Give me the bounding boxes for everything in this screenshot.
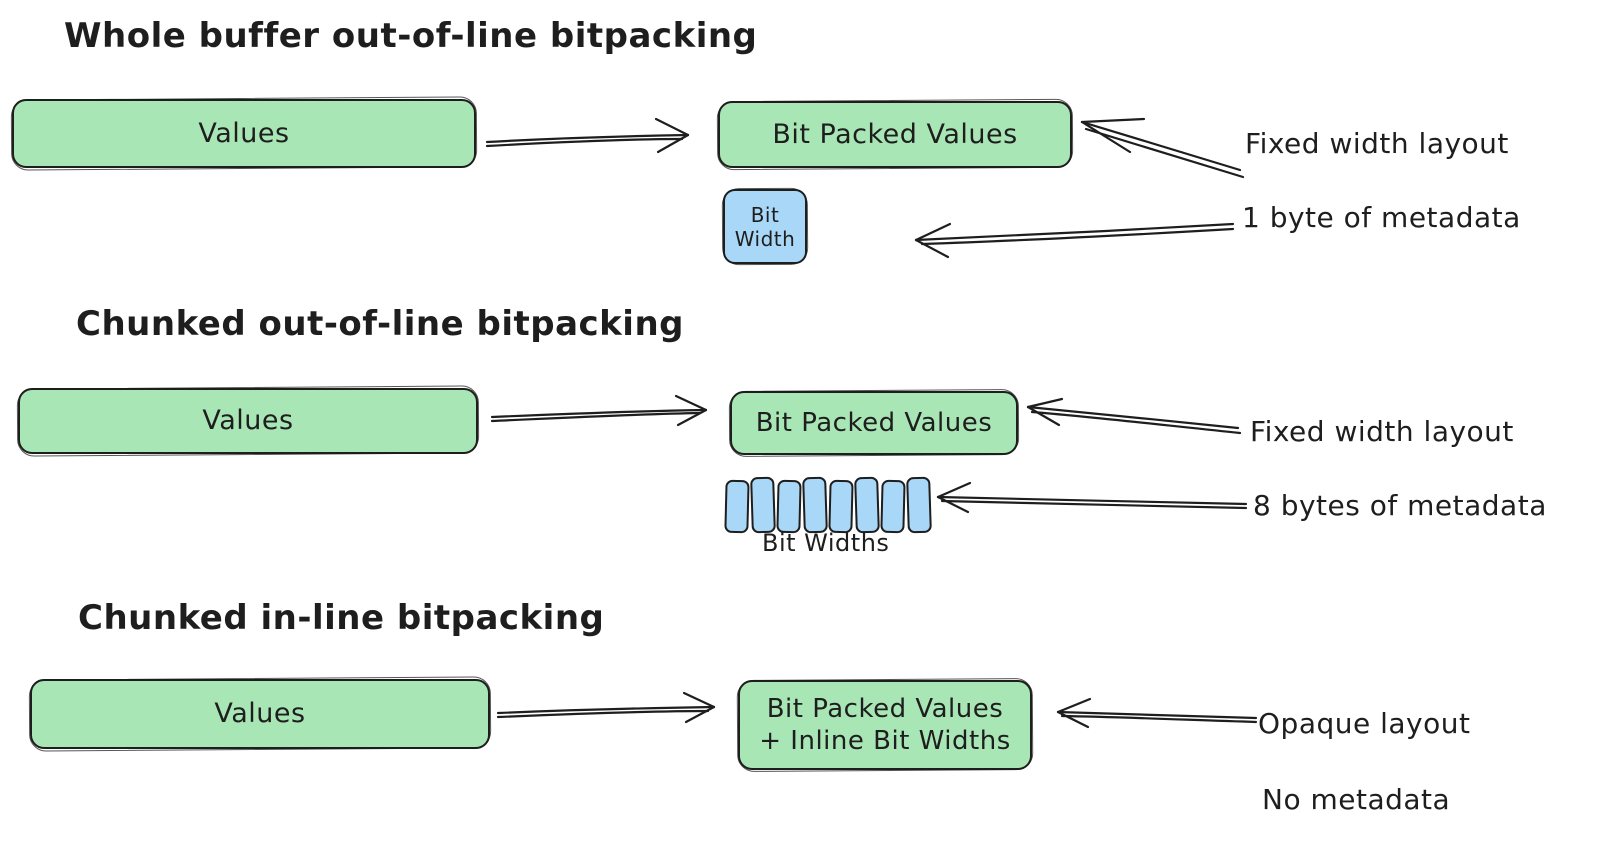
section3-bit-packed-inline-label-line1: Bit Packed Values bbox=[766, 693, 1004, 724]
section2-annotation-fixed-width: Fixed width layout bbox=[1250, 415, 1514, 448]
section1-annotation-fixed-width: Fixed width layout bbox=[1245, 127, 1509, 160]
arrow-s2-fixed-width bbox=[1026, 397, 1242, 435]
arrow-s2-values-to-packed bbox=[490, 394, 708, 427]
arrow-s1-fixed-width bbox=[1080, 117, 1245, 179]
bit-width-cell bbox=[880, 479, 906, 533]
bit-width-cells bbox=[724, 476, 933, 534]
bit-width-cell bbox=[750, 476, 776, 534]
bit-width-cell bbox=[854, 476, 880, 534]
arrow-s1-metadata bbox=[914, 222, 1235, 259]
section1-annotation-metadata: 1 byte of metadata bbox=[1242, 201, 1521, 234]
section2-bit-widths-caption: Bit Widths bbox=[762, 529, 890, 557]
section3-annotation-no-metadata: No metadata bbox=[1262, 783, 1451, 816]
section3-bit-packed-inline-label-line2: + Inline Bit Widths bbox=[759, 726, 1011, 756]
section1-bit-packed-values-box: Bit Packed Values bbox=[718, 101, 1072, 168]
arrow-s2-metadata bbox=[936, 481, 1248, 514]
bit-width-cell bbox=[776, 479, 802, 533]
section2-bit-packed-values-label: Bit Packed Values bbox=[755, 407, 993, 438]
section1-bit-packed-values-label: Bit Packed Values bbox=[772, 118, 1018, 150]
arrow-s1-values-to-packed bbox=[485, 117, 690, 154]
section3-values-label: Values bbox=[214, 698, 306, 730]
section2-values-label: Values bbox=[202, 405, 294, 437]
section3-bit-packed-inline-box: Bit Packed Values + Inline Bit Widths bbox=[738, 680, 1032, 770]
section1-bit-width-label: Bit Width bbox=[734, 202, 796, 251]
section3-values-box: Values bbox=[30, 679, 490, 749]
section1-title: Whole buffer out-of-line bitpacking bbox=[64, 16, 758, 56]
section3-title: Chunked in-line bitpacking bbox=[78, 598, 605, 638]
section2-annotation-metadata: 8 bytes of metadata bbox=[1253, 489, 1547, 522]
arrow-s3-values-to-packed bbox=[496, 691, 716, 724]
bit-width-cell bbox=[906, 476, 932, 534]
section2-values-box: Values bbox=[18, 388, 478, 454]
section2-title: Chunked out-of-line bitpacking bbox=[76, 304, 684, 344]
section1-bit-width-box: Bit Width bbox=[723, 189, 807, 264]
bit-width-cell bbox=[828, 479, 854, 533]
section2-bit-packed-values-box: Bit Packed Values bbox=[730, 391, 1018, 455]
section1-values-box: Values bbox=[12, 99, 476, 168]
bit-width-cell bbox=[802, 476, 828, 534]
arrow-s3-opaque bbox=[1056, 697, 1258, 729]
section1-values-label: Values bbox=[198, 117, 290, 149]
bit-width-cell bbox=[724, 479, 750, 533]
section3-annotation-opaque-layout: Opaque layout bbox=[1258, 707, 1471, 740]
